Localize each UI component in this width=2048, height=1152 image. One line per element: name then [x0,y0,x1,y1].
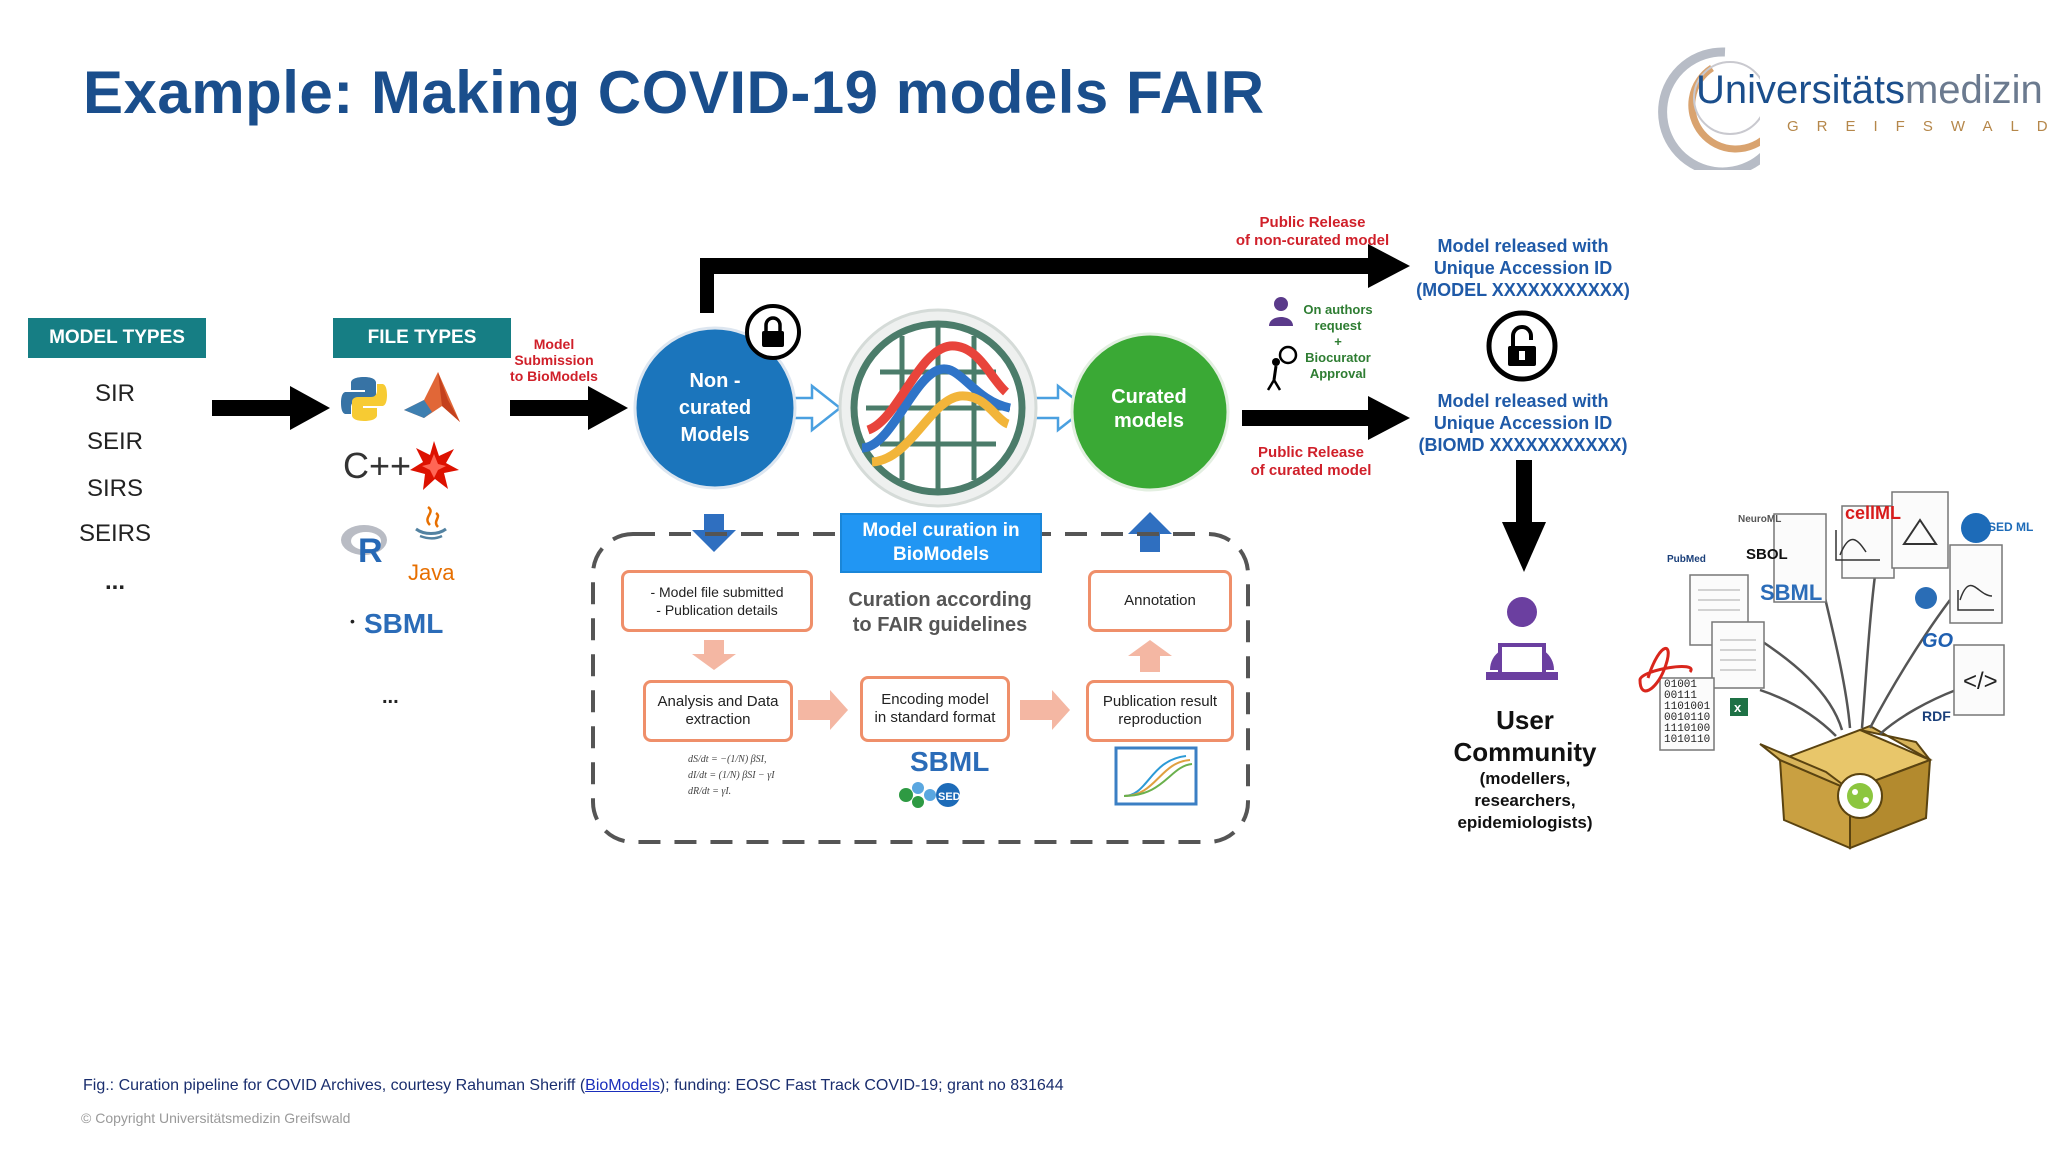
sedml-tag: SED ML [1988,520,2034,534]
bullet: • [350,613,355,629]
java-icon [415,506,447,540]
arrow-release-to-community [1502,460,1546,572]
mathematica-icon [410,441,459,490]
lock-closed-icon [745,304,801,360]
arrow-filetypes-to-noncurated [510,386,628,430]
r-icon: R [341,525,387,566]
model-type-item: SEIR [86,428,143,455]
noncurated-circle [633,326,797,490]
document-lines [1698,589,1756,671]
model-type-item: ... [104,568,125,595]
arrow-encoding-to-publication [1020,690,1070,730]
code-tag: </> [1963,668,1998,695]
svg-text:R: R [358,532,383,566]
excel-icon [1730,698,1748,716]
cellml-tag: cellML [1845,503,1902,523]
arrow-curated-to-release [1242,396,1410,440]
model-type-item: SEIRS [78,520,152,547]
model-types-header: MODEL TYPES [28,318,206,358]
logo-city: GREIFSWALD [1787,118,2048,135]
svg-text:x: x [1734,700,1742,715]
arrow-public-release-noncurated [700,244,1410,313]
sedml-logo-icon: SED ML [899,782,980,808]
biocurator-magnifier-icon [1266,345,1298,391]
plot-doc-icon [1835,530,1880,561]
sir-equations: dS/dt = −(1/N) βSI,dI/dt = (1/N) βSI − γ… [688,754,775,797]
arrow-analysis-to-encoding [798,690,848,730]
file-types-header: FILE TYPES [333,318,511,358]
university-logo: Universitätsmedizin GREIFSWALD [1650,40,2048,170]
arrow-submitted-to-analysis [692,640,736,670]
curated-circle [1070,332,1230,492]
reproduction-chart-thumb [1114,746,1198,806]
globe-icon [1915,587,1937,609]
pubmed-tag: PubMed [1667,554,1706,565]
pdf-icon [1638,647,1693,693]
sedml-archive-icon [1961,513,1991,543]
biomodels-logo-icon [838,308,1038,508]
sbol-tag: SBOL [1746,546,1788,563]
lock-open-icon [1486,310,1558,382]
step-model-submitted: - Model file submitted- Publication deta… [621,570,813,632]
model-type-item: SIRS [86,475,143,502]
logo-wordmark: Universitätsmedizin [1696,68,2043,112]
cpp-icon: C++ [343,445,412,486]
matlab-icon [404,372,460,422]
biomodels-link[interactable]: BioModels [585,1077,660,1094]
sbml-encoding-icon: SBML [910,746,990,777]
document-icons [1659,491,2005,751]
python-icon [341,377,387,421]
curve-doc-icon [1957,584,1994,611]
triangle-doc-icon [1902,518,1938,545]
sbml-icon: SBML [364,608,444,639]
sbml-archive-tag: SBML [1760,580,1823,605]
user-community-icon [1486,597,1558,680]
svg-text:SED ML: SED ML [938,791,980,803]
file-types-ellipsis: ... [382,686,399,708]
arrow-noncurated-to-curation [790,383,843,433]
figure-caption: Fig.: Curation pipeline for COVID Archiv… [83,1077,1064,1094]
go-tag: GO [1922,630,1954,652]
copyright-text: © Copyright Universitätsmedizin Greifswa… [81,1110,351,1126]
arrow-modeltypes-to-filetypes [212,386,330,430]
author-person-icon [1269,297,1293,326]
arrow-publication-to-annotation [1128,640,1172,672]
neuroml-tag: NeuroML [1738,514,1782,525]
logo-emblem-icon [1658,47,1760,170]
rdf-tag: RDF [1922,708,1951,724]
page-title: Example: Making COVID-19 models FAIR [83,59,1265,126]
java-label: Java [408,560,455,585]
model-type-item: SIR [94,380,135,407]
step-annotation: Annotation [1088,570,1232,632]
archive-box-icon [1759,724,1933,850]
